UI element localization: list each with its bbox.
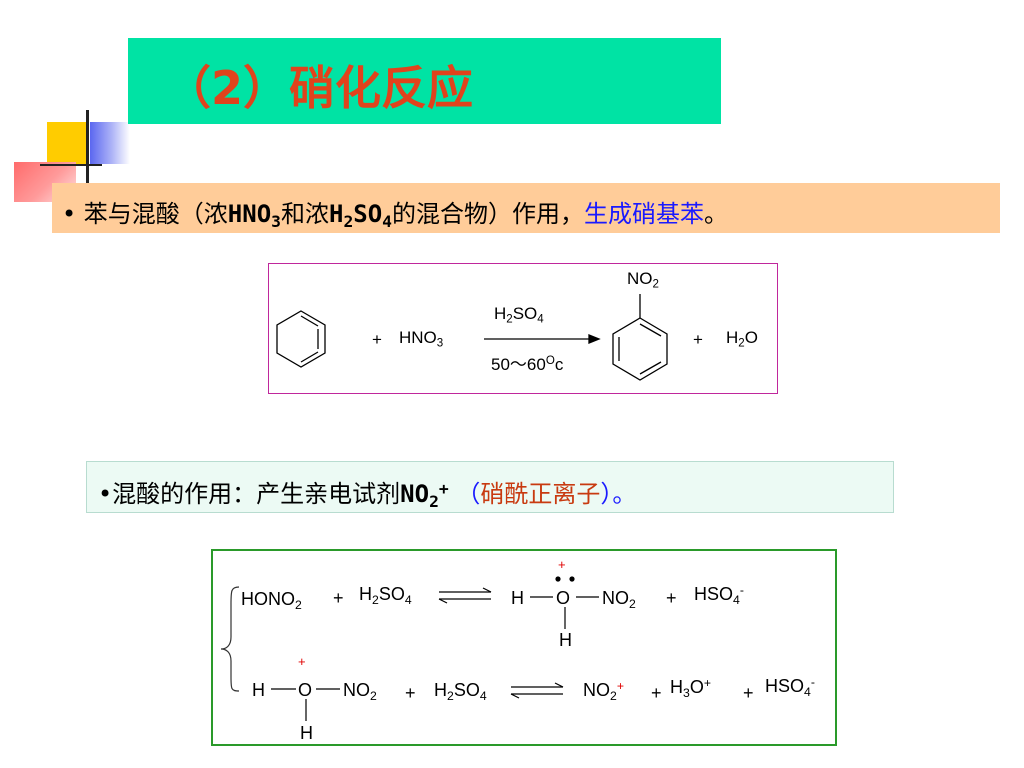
nitro-group: NO2: [602, 588, 636, 611]
mechanism-box: HONO2 + H2SO4 H O + NO2 + HSO4- H H O + …: [211, 549, 837, 746]
equilibrium-arrow-2: [510, 682, 564, 699]
page-title: （2）硝化反应: [165, 61, 474, 115]
bisulfate-formula: HSO4-: [765, 674, 815, 699]
nitro-group: NO2: [627, 269, 659, 291]
bullet1-part-4: 。: [704, 200, 728, 228]
plus-sign: +: [333, 588, 344, 608]
bisulfate-formula: HSO4-: [694, 582, 744, 607]
decorative-line-horizontal: [40, 164, 102, 166]
reaction-arrow: [484, 334, 601, 344]
mechanism-lines: [220, 576, 599, 721]
bullet1-part-2: 和浓: [280, 200, 329, 228]
hydrogen-atom-bottom: H: [300, 723, 313, 743]
bullet-mixed-acid-role-text: •混酸的作用：产生亲电试剂NO2+ （硝酰正离子）。: [98, 474, 637, 512]
nitro-group: NO2: [343, 680, 377, 703]
hydronium-formula: H3O+: [670, 675, 711, 700]
catalyst-h2so4: H2SO4: [494, 304, 544, 326]
benzene-ring-reactant: [276, 310, 326, 368]
hno3-reagent: HNO3: [399, 328, 444, 350]
hydrogen-atom-bottom: H: [559, 630, 572, 650]
paren-close: ）。: [600, 480, 637, 508]
positive-charge: +: [558, 557, 566, 572]
reaction-equation-box: + HNO3 H2SO4 50～60Oc NO2 + H2O: [268, 263, 778, 394]
bullet-benzene-nitration-text: • 苯与混酸（浓HNO3和浓H2SO4的混合物）作用，生成硝基苯。: [62, 194, 728, 232]
benzene-ring-product: [612, 294, 668, 381]
bullet-mixed-acid-role: [86, 461, 894, 513]
highlight-nitrobenzene: 生成硝基苯: [584, 200, 704, 228]
plus-sign: +: [405, 683, 416, 703]
bullet-benzene-nitration: [52, 183, 1000, 233]
nitronium-name: 硝酰正离子: [480, 480, 601, 508]
hydrogen-atom: H: [511, 588, 524, 608]
plus-sign: +: [743, 683, 754, 703]
positive-charge: +: [298, 654, 306, 669]
oxygen-atom: O: [556, 588, 571, 608]
bullet1-part-1: 苯与混酸（浓: [83, 200, 228, 228]
equilibrium-arrow-1: [438, 587, 492, 604]
plus-sign: +: [693, 330, 703, 349]
bullet-marker: •: [98, 480, 113, 508]
reaction-temperature: 50～60Oc: [491, 355, 564, 374]
bullet1-part-3: 的混合物）作用，: [392, 200, 584, 228]
decorative-square-yellow: [47, 122, 89, 164]
decorative-line-vertical: [86, 110, 89, 185]
left-brace: [220, 586, 240, 692]
nitric-acid-formula: HONO2: [241, 589, 302, 612]
water-product: H2O: [726, 328, 758, 350]
nitronium-ion: NO2+: [583, 678, 624, 703]
title-bar: [128, 38, 721, 124]
plus-sign: +: [651, 683, 662, 703]
h2so4-formula: H2SO4: [328, 200, 392, 232]
bullet2-part-1: 混酸的作用：产生亲电试剂: [112, 480, 401, 508]
plus-sign: +: [666, 588, 677, 608]
paren-open: （: [448, 480, 481, 508]
hydrogen-atom: H: [252, 680, 265, 700]
sulfuric-acid-formula: H2SO4: [359, 584, 412, 607]
sulfuric-acid-formula: H2SO4: [434, 680, 487, 703]
hno3-formula: HNO3: [227, 200, 281, 232]
plus-sign: +: [372, 330, 382, 349]
oxygen-atom: O: [298, 680, 313, 700]
bullet-marker: •: [62, 200, 77, 228]
nitronium-formula: NO2+: [400, 478, 449, 512]
benzene-structures: [276, 294, 668, 381]
decorative-square-blue: [90, 122, 130, 164]
